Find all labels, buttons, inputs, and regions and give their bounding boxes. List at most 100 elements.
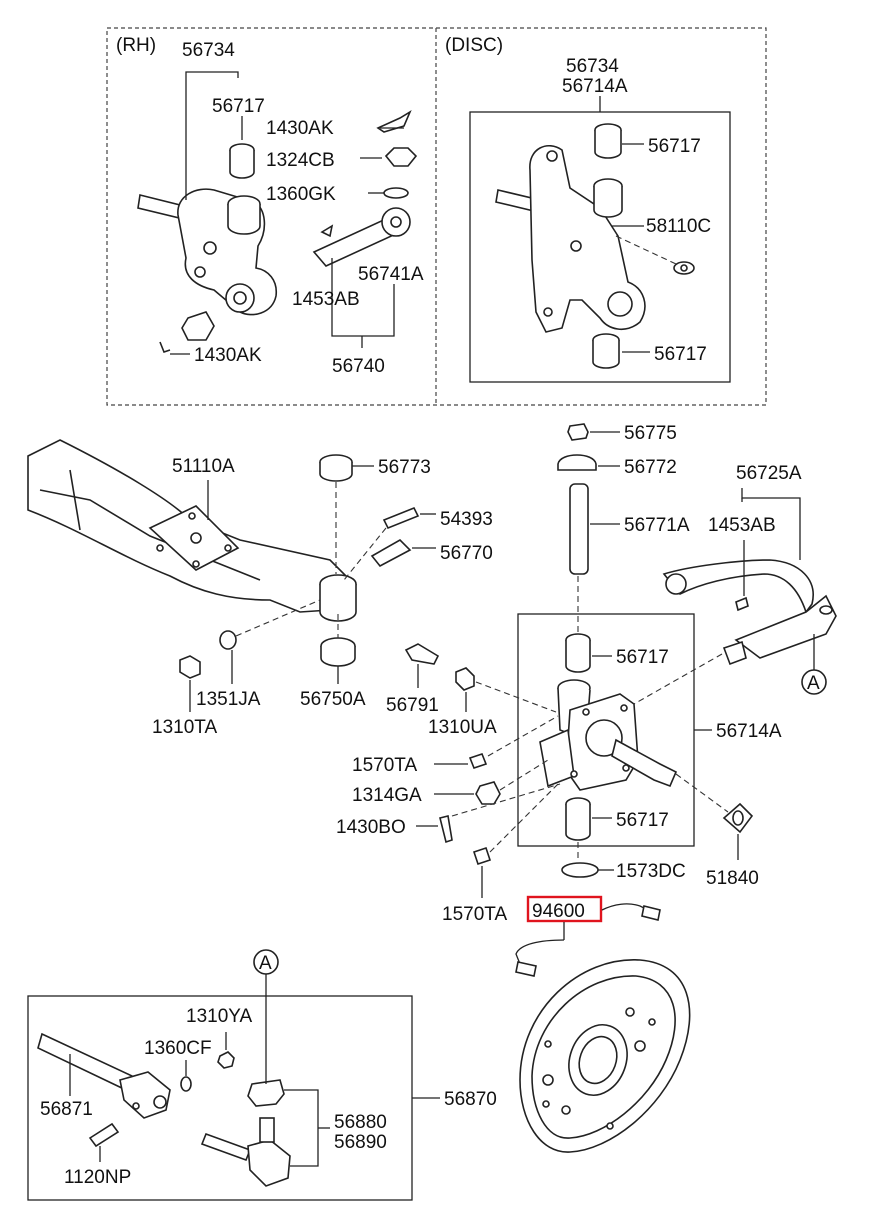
washer-1360CF xyxy=(180,1076,192,1092)
part-1453AB: 1453AB xyxy=(708,515,776,536)
cap-56772 xyxy=(557,454,597,471)
dash-54393 xyxy=(343,527,387,581)
dash-1570TA-lower xyxy=(489,779,563,853)
part-56890: 56890 xyxy=(334,1132,387,1153)
seal-51840-hole xyxy=(732,810,744,826)
disc-dash-58110C xyxy=(615,235,677,265)
part-1351JA: 1351JA xyxy=(196,689,261,710)
rh-part-1430AK-top: 1430AK xyxy=(266,118,334,139)
part-56717-mid-bottom: 56717 xyxy=(616,810,669,831)
rh-group-label: (RH) xyxy=(116,35,156,56)
part-1120NP: 1120NP xyxy=(64,1167,131,1188)
part-56773: 56773 xyxy=(378,457,431,478)
dash-1430BO xyxy=(451,783,561,817)
part-1360CF: 1360CF xyxy=(144,1038,212,1059)
disc-part-56734: 56734 xyxy=(566,56,619,77)
rh-leader-56740 xyxy=(331,258,395,337)
kingpin-56771A xyxy=(569,483,589,575)
front-axle-beam xyxy=(27,439,352,613)
nut-1310UA xyxy=(455,667,475,691)
disc-part-56714A: 56714A xyxy=(562,76,628,97)
part-51840: 51840 xyxy=(706,868,759,889)
part-56870: 56870 xyxy=(444,1089,497,1110)
dash-washer xyxy=(235,599,321,637)
rh-part-56741A: 56741A xyxy=(358,264,424,285)
disc-knuckle-drawing xyxy=(495,123,695,369)
bushing-56750A-body xyxy=(320,646,356,667)
speed-sensor-head xyxy=(515,961,537,977)
bushing-56717-lower-body xyxy=(565,804,591,841)
tie-rod-end-56880 xyxy=(200,1074,291,1187)
tie-rod-56871 xyxy=(37,1032,171,1119)
washer-1351JA xyxy=(219,630,237,650)
part-56880: 56880 xyxy=(334,1112,387,1133)
rh-part-1453AB: 1453AB xyxy=(292,289,360,310)
part-1573DC: 1573DC xyxy=(616,861,686,882)
part-56714A: 56714A xyxy=(716,721,782,742)
bushing-56717-upper-body xyxy=(565,640,591,673)
dash-steering-arm xyxy=(633,653,723,705)
rh-part-1430AK-bottom: 1430AK xyxy=(194,345,262,366)
cap-56775 xyxy=(567,423,589,441)
highlight-box-94600 xyxy=(526,895,603,923)
grease-fitting-1570TA-lower xyxy=(472,846,492,866)
disc-group-label: (DISC) xyxy=(445,35,503,56)
part-56871: 56871 xyxy=(40,1099,93,1120)
pin-54393 xyxy=(382,506,420,530)
pin-56770 xyxy=(370,539,412,568)
part-1570TA-top: 1570TA xyxy=(352,755,417,776)
rh-part-56740: 56740 xyxy=(332,356,385,377)
part-56750A: 56750A xyxy=(300,689,366,710)
brake-backing-plate xyxy=(519,959,691,1153)
nut-1314GA xyxy=(475,781,501,805)
disc-part-56717-bottom: 56717 xyxy=(654,344,707,365)
rh-leader-56734 xyxy=(185,71,239,200)
part-51110A: 51110A xyxy=(172,456,235,477)
part-1310TA: 1310TA xyxy=(152,717,217,738)
ref-circle-A-bottom xyxy=(253,949,279,975)
dash-51840 xyxy=(675,773,729,813)
part-56775: 56775 xyxy=(624,423,677,444)
part-1430BO: 1430BO xyxy=(336,817,406,838)
speed-sensor-cable-lower xyxy=(515,939,565,965)
bolt-56791 xyxy=(404,643,440,665)
ref-circle-A-mid xyxy=(801,669,827,695)
part-56771A: 56771A xyxy=(624,515,690,536)
part-56791: 56791 xyxy=(386,695,439,716)
leader-56725A xyxy=(741,488,801,560)
part-56772: 56772 xyxy=(624,457,677,478)
bushing-56773-body xyxy=(319,462,353,482)
part-1570TA-bottom: 1570TA xyxy=(442,904,507,925)
part-54393: 54393 xyxy=(440,509,493,530)
rh-knuckle-drawing xyxy=(137,110,418,353)
part-94600: 94600 xyxy=(532,901,585,922)
rh-part-1360GK: 1360GK xyxy=(266,184,336,205)
speed-sensor-connector xyxy=(641,905,661,921)
steering-arm-56725A xyxy=(662,559,837,666)
grease-fitting-1570TA-upper xyxy=(468,753,488,769)
ref-A-bottom: A xyxy=(259,953,272,974)
part-56717-mid-top: 56717 xyxy=(616,647,669,668)
steering-knuckle xyxy=(539,679,678,791)
part-1310YA: 1310YA xyxy=(186,1006,253,1027)
ref-A-mid: A xyxy=(807,673,820,694)
rh-part-56734: 56734 xyxy=(182,40,235,61)
nut-1310TA xyxy=(179,655,201,679)
cotter-1430BO xyxy=(439,815,453,844)
rh-part-56717: 56717 xyxy=(212,96,265,117)
rh-part-1324CB: 1324CB xyxy=(266,150,335,171)
dash-1310UA xyxy=(475,681,557,713)
kingpin-boss-body xyxy=(319,584,357,622)
dash-1314GA xyxy=(499,759,549,791)
part-1314GA: 1314GA xyxy=(352,785,422,806)
bolt-1120NP xyxy=(88,1122,120,1148)
nut-1310YA xyxy=(217,1051,235,1069)
part-1310UA: 1310UA xyxy=(428,717,497,738)
part-56725A: 56725A xyxy=(736,463,802,484)
part-56770: 56770 xyxy=(440,543,493,564)
oring-1573DC xyxy=(561,862,599,878)
disc-part-56717-top: 56717 xyxy=(648,136,701,157)
disc-part-58110C: 58110C xyxy=(646,216,711,237)
speed-sensor-cable-94600 xyxy=(601,903,649,911)
